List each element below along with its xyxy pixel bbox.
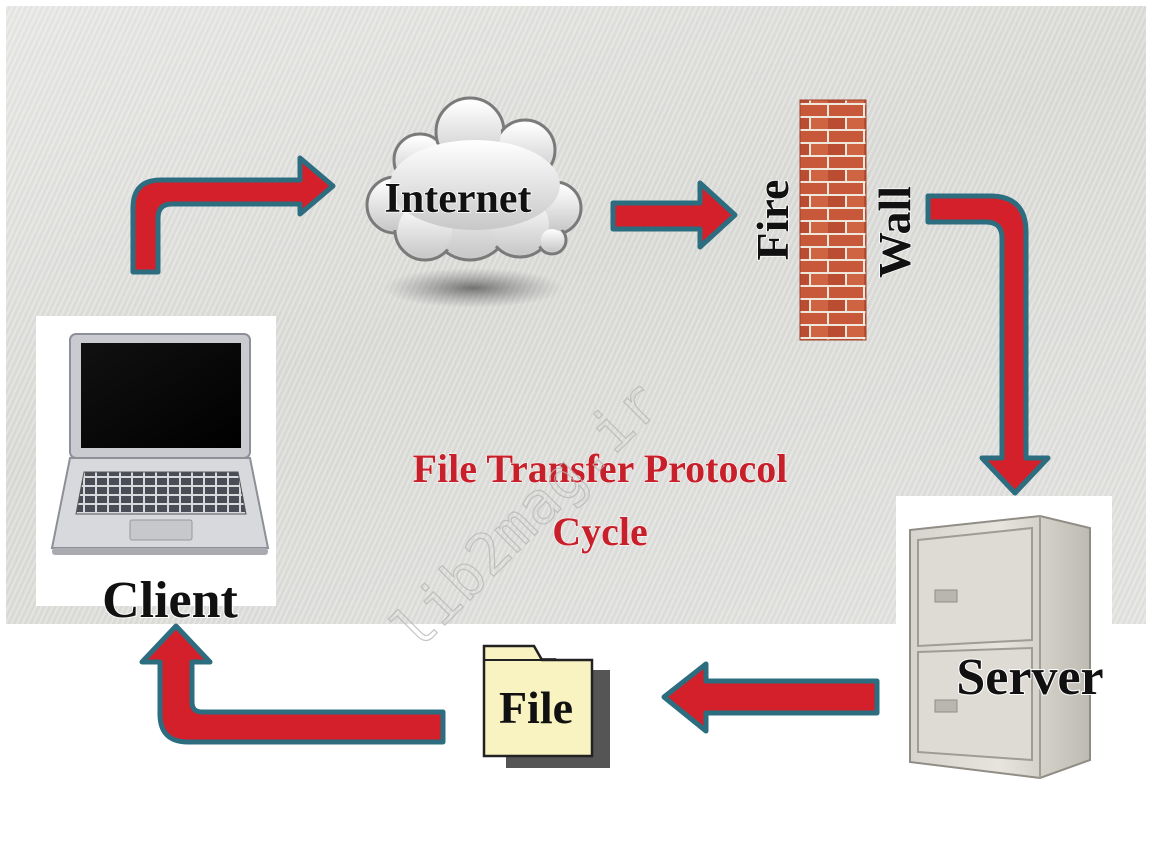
internet-cloud: Internet <box>365 96 583 308</box>
arrow-firewall-to-server <box>925 193 1051 496</box>
client-node: Client <box>36 316 276 630</box>
title-line-1: File Transfer Protocol <box>413 446 788 491</box>
title-line-2: Cycle <box>552 509 648 554</box>
server-node: Server <box>896 496 1112 786</box>
folder-icon <box>482 644 610 768</box>
arrow-server-to-file <box>661 661 880 734</box>
brick-wall-icon <box>799 99 867 341</box>
arrow-internet-to-firewall <box>610 180 738 250</box>
file-node: File <box>482 644 610 768</box>
laptop-icon <box>50 333 270 555</box>
filing-cabinet-icon <box>909 514 1091 780</box>
diagram-title: File Transfer Protocol Cycle <box>412 446 788 555</box>
client-label: Client <box>102 572 238 629</box>
internet-label: Internet <box>385 176 532 222</box>
arrow-client-to-internet <box>130 155 336 275</box>
cloud-shadow <box>383 268 563 308</box>
firewall-label-wall: Wall <box>869 186 920 278</box>
firewall-label-fire: Fire <box>747 180 798 261</box>
file-label: File <box>499 682 573 733</box>
server-label: Server <box>956 649 1103 706</box>
firewall: Fire Wall <box>746 99 921 341</box>
arrow-file-to-client <box>139 623 446 745</box>
